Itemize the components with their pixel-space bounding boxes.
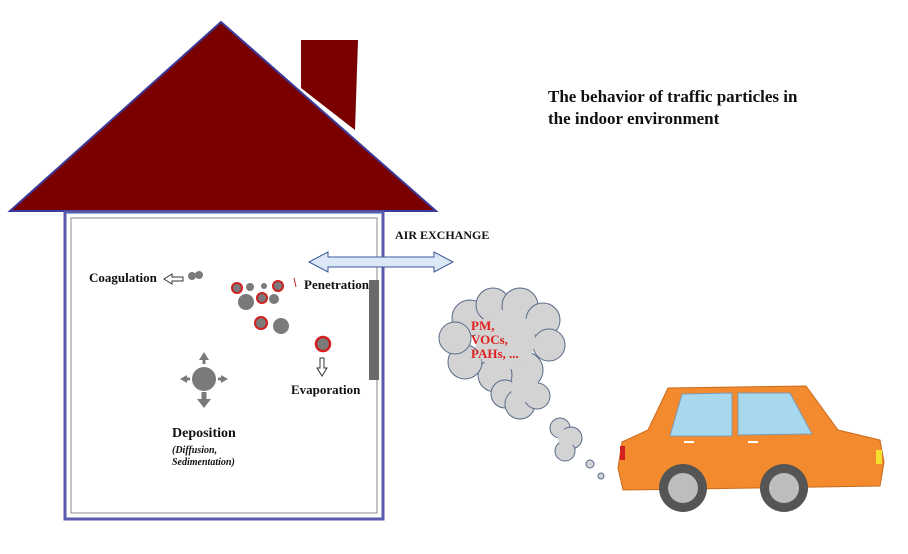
penetration-window [369, 280, 379, 380]
title-line-1: The behavior of traffic particles in [548, 87, 798, 106]
particle-mark [293, 277, 297, 288]
air-exchange-arrow [307, 251, 455, 273]
evaporation-particle [314, 335, 332, 353]
cloud-text-line-3: PAHs, ... [471, 346, 519, 361]
cloud-text: PM, VOCs, PAHs, ... [471, 319, 519, 361]
particle [246, 283, 254, 291]
air-exchange-label: AIR EXCHANGE [395, 228, 490, 242]
penetration-label: Penetration [304, 277, 369, 292]
cloud-text-line-1: PM, [471, 318, 495, 333]
roof [7, 20, 439, 212]
particle [269, 294, 279, 304]
exhaust-cloud [438, 287, 605, 480]
car-hubcap-rear [668, 473, 698, 503]
coagulation-particle [188, 272, 196, 280]
cloud-text-line-2: VOCs, [471, 332, 508, 347]
diagram-title: The behavior of traffic particles in the… [548, 86, 828, 130]
chimney [301, 40, 358, 130]
coagulation-arrow [163, 273, 184, 285]
car-head-light [876, 450, 882, 464]
car [617, 385, 885, 512]
particle [261, 283, 267, 289]
particle-ringed [231, 282, 243, 294]
car-window-front [669, 392, 733, 437]
particle [273, 318, 289, 334]
deposition-particle [192, 367, 216, 391]
evaporation-label: Evaporation [291, 382, 361, 397]
car-window-rear [737, 392, 813, 436]
car-door-handle [684, 441, 694, 443]
particle [238, 294, 254, 310]
evaporation-arrow [316, 357, 328, 377]
particle-ringed [256, 292, 268, 304]
title-line-2: the indoor environment [548, 109, 720, 128]
car-door-handle [748, 441, 758, 443]
deposition-subtitle-line-2: Sedimentation) [172, 457, 235, 468]
deposition-subtitle-line-1: (Diffusion, [172, 445, 218, 456]
coagulation-particle [195, 271, 203, 279]
deposition-arrows [180, 352, 228, 408]
particle-ringed [254, 316, 268, 330]
deposition-label: Deposition [172, 426, 236, 441]
car-tail-light [620, 446, 625, 460]
coagulation-label: Coagulation [89, 270, 157, 285]
deposition-subtitle: (Diffusion, Sedimentation) [172, 445, 235, 469]
car-hubcap-front [769, 473, 799, 503]
particle-ringed [272, 280, 284, 292]
